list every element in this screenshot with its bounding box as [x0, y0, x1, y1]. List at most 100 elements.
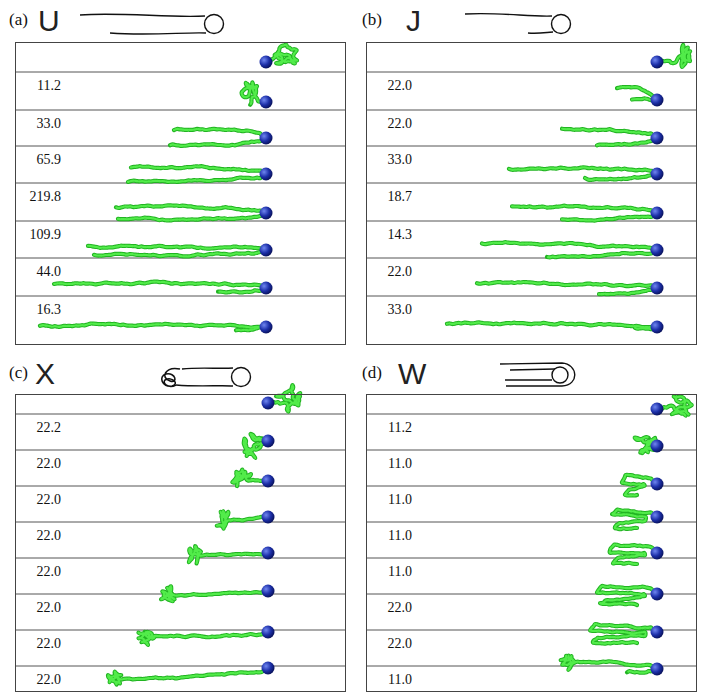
- conformation-icon: [80, 14, 224, 34]
- polymer-chain: [131, 166, 266, 173]
- conformation-icon: [162, 368, 251, 387]
- separator-line: [366, 414, 697, 415]
- polymer-chain: [610, 545, 658, 564]
- polymer-chain: [590, 624, 657, 644]
- interval-time: 22.0: [11, 672, 61, 688]
- polymer-chain: [599, 288, 657, 295]
- polymer-chain: [170, 138, 266, 146]
- shape-letter: W: [398, 358, 426, 390]
- interval-time: 11.2: [362, 420, 412, 436]
- separator-line: [15, 486, 346, 487]
- interval-time: 11.0: [362, 672, 412, 688]
- polymer-chain: [170, 138, 266, 146]
- separator-line: [366, 522, 697, 523]
- shape-letter: U: [38, 5, 60, 37]
- interval-time: 18.7: [362, 189, 412, 205]
- polymer-chain: [585, 174, 657, 180]
- interval-time: 22.0: [11, 528, 61, 544]
- separator-line: [366, 486, 697, 487]
- polymer-chain: [218, 288, 266, 293]
- interval-time: 22.0: [362, 636, 412, 652]
- polymer-chain: [509, 167, 657, 174]
- polymer-chain: [597, 586, 657, 605]
- shape-letter: X: [35, 358, 55, 390]
- tether-bead: [260, 244, 273, 257]
- interval-time: 65.9: [11, 152, 61, 168]
- tether-bead: [260, 282, 273, 295]
- panel-frame: (d)W11.211.011.011.011.022.022.011.0: [366, 394, 697, 692]
- polymer-chain: [161, 586, 268, 601]
- separator-line: [366, 146, 697, 147]
- polymer-chain: [482, 242, 657, 250]
- polymer-chain: [268, 385, 300, 412]
- polymer-chain: [512, 206, 657, 214]
- tether-bead: [651, 132, 664, 145]
- polymer-chain: [218, 288, 266, 293]
- polymer-chain: [128, 174, 266, 182]
- interval-time: 109.9: [11, 227, 61, 243]
- interval-time: 16.3: [11, 302, 61, 318]
- separator-line: [366, 258, 697, 259]
- tether-bead: [260, 96, 273, 109]
- polymer-chain: [585, 174, 657, 180]
- panel-frame: (b)J22.022.033.018.714.322.033.0: [366, 42, 697, 345]
- polymer-chain: [447, 322, 657, 327]
- separator-line: [15, 72, 346, 73]
- panel-frame: (a)U11.233.065.9219.8109.944.016.3: [15, 42, 346, 345]
- tether-bead: [651, 56, 664, 69]
- tether-bead: [262, 662, 275, 675]
- tether-bead: [260, 321, 273, 334]
- polymer-chain: [138, 632, 268, 645]
- polymer-chain: [482, 242, 657, 250]
- tether-bead: [651, 94, 664, 107]
- interval-time: 22.0: [362, 600, 412, 616]
- polymer-chain: [599, 288, 657, 295]
- interval-time: 22.0: [362, 78, 412, 94]
- tether-bead: [260, 168, 273, 181]
- tether-bead: [260, 207, 273, 220]
- polymer-chain: [477, 282, 657, 288]
- interval-time: 22.0: [11, 492, 61, 508]
- separator-line: [15, 110, 346, 111]
- polymer-chain: [590, 624, 657, 644]
- polymer-chain: [561, 656, 657, 670]
- polymer-chain: [161, 586, 268, 601]
- polymer-chain: [217, 511, 268, 529]
- interval-time: 22.2: [11, 420, 61, 436]
- polymer-chain: [547, 250, 657, 257]
- separator-line: [15, 450, 346, 451]
- separator-line: [366, 558, 697, 559]
- interval-time: 11.0: [362, 528, 412, 544]
- panel-label: (d): [362, 363, 382, 383]
- polymer-chain: [88, 246, 266, 251]
- interval-time: 11.0: [362, 492, 412, 508]
- polymer-chain: [562, 129, 657, 138]
- tether-bead: [651, 321, 664, 334]
- panel-label: (b): [362, 10, 382, 30]
- interval-time: 33.0: [362, 302, 412, 318]
- polymer-chain: [40, 323, 266, 327]
- interval-time: 33.0: [11, 116, 61, 132]
- polymer-chain: [612, 510, 657, 530]
- tether-bead: [260, 132, 273, 145]
- polymer-chain: [88, 246, 266, 251]
- polymer-chain: [189, 546, 268, 564]
- polymer-chain: [94, 250, 266, 256]
- polymer-chain: [40, 323, 266, 327]
- tether-bead: [262, 511, 275, 524]
- polymer-chain: [562, 129, 657, 138]
- polymer-chain: [94, 250, 266, 256]
- tether-bead: [262, 397, 275, 410]
- panel-frame: (c)X22.222.022.022.022.022.022.022.0: [15, 394, 346, 692]
- polymer-chain: [547, 250, 657, 257]
- tether-bead: [651, 588, 664, 601]
- shape-letter: J: [406, 5, 421, 37]
- polymer-chain: [268, 385, 300, 412]
- interval-time: 22.0: [362, 264, 412, 280]
- tether-bead: [651, 478, 664, 491]
- tether-bead: [262, 547, 275, 560]
- separator-line: [366, 110, 697, 111]
- tether-bead: [651, 511, 664, 524]
- separator-line: [366, 594, 697, 595]
- separator-line: [15, 522, 346, 523]
